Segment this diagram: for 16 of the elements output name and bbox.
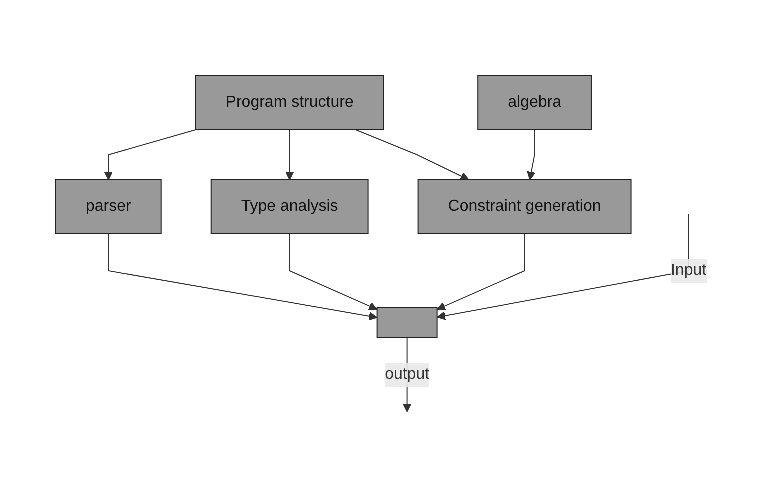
arrow xyxy=(436,234,525,311)
arrow xyxy=(285,130,294,180)
node-box: Type analysis xyxy=(210,180,368,234)
node-box: algebra xyxy=(477,76,592,130)
arrow xyxy=(289,234,378,311)
edge-label: output xyxy=(384,366,430,383)
arrow xyxy=(355,130,470,181)
arrow xyxy=(436,214,689,320)
edge-label: Input xyxy=(670,262,706,279)
node-box: Program structure xyxy=(195,76,384,130)
node-box: parser xyxy=(55,180,162,234)
arrow xyxy=(526,130,536,180)
arrow xyxy=(104,130,196,180)
arrow xyxy=(108,234,378,321)
node-box: Constraint generation xyxy=(418,180,632,234)
node-box xyxy=(376,308,438,338)
